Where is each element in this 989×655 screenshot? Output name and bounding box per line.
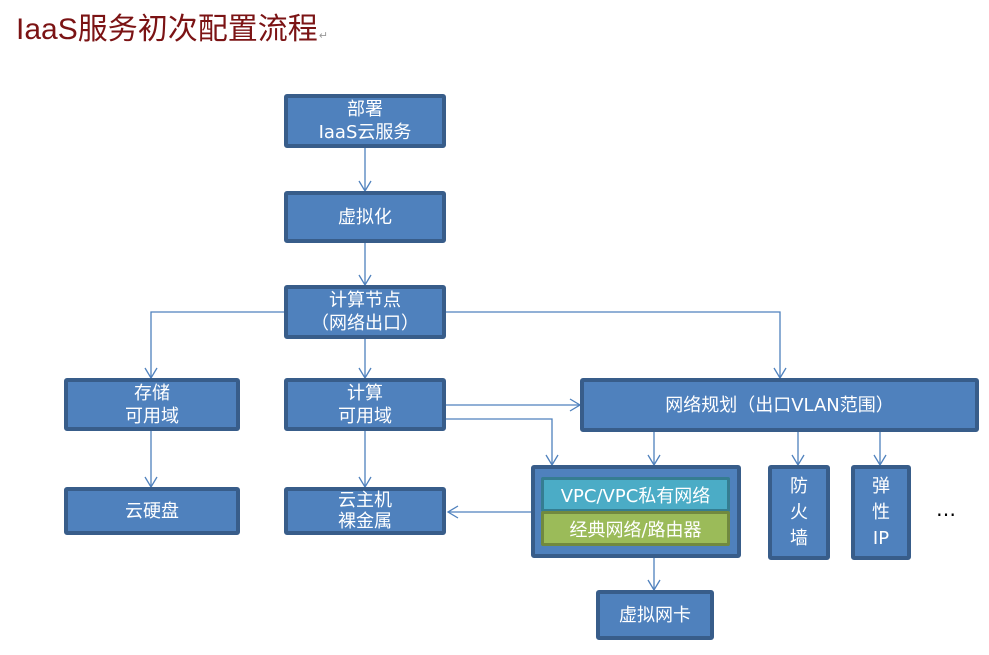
- node-label: 存储: [134, 382, 170, 404]
- node-label: 网络规划（出口VLAN范围）: [665, 394, 894, 416]
- node-classic-network-router[interactable]: 经典网络/路由器: [541, 511, 730, 546]
- node-label: 性: [872, 501, 890, 523]
- title-text: IaaS服务初次配置流程: [16, 13, 318, 46]
- node-virtual-nic[interactable]: 虚拟网卡: [596, 590, 714, 640]
- node-label: VPC/VPC私有网络: [560, 485, 711, 507]
- node-label: 虚拟化: [338, 206, 392, 228]
- paragraph-mark-icon: ↵: [318, 30, 328, 42]
- edge-compute-az-network-group: [446, 418, 559, 467]
- node-storage-az[interactable]: 存储 可用域: [64, 378, 240, 431]
- node-deploy-iaas[interactable]: 部署 IaaS云服务: [284, 94, 446, 148]
- node-compute-node[interactable]: 计算节点 （网络出口）: [284, 285, 446, 339]
- node-cloud-disk[interactable]: 云硬盘: [64, 487, 240, 535]
- more-ellipsis: …: [936, 497, 957, 521]
- node-label: 计算节点: [329, 290, 401, 311]
- node-label: IP: [872, 527, 890, 549]
- node-label: （网络出口）: [311, 313, 419, 334]
- diagram-title: IaaS服务初次配置流程↵: [16, 4, 328, 48]
- node-label: 裸金属: [338, 511, 392, 532]
- node-virtualization[interactable]: 虚拟化: [284, 191, 446, 243]
- node-network-planning[interactable]: 网络规划（出口VLAN范围）: [580, 378, 979, 432]
- node-label: 防: [790, 475, 808, 497]
- node-vpc-network[interactable]: VPC/VPC私有网络: [541, 477, 730, 512]
- node-label: 可用域: [338, 405, 392, 427]
- node-label: 经典网络/路由器: [569, 519, 702, 541]
- node-label: 火: [790, 501, 808, 523]
- node-label: 部署: [347, 99, 383, 120]
- node-elastic-ip[interactable]: 弹 性 IP: [851, 465, 911, 560]
- node-label: IaaS云服务: [318, 122, 412, 143]
- node-label: 云硬盘: [125, 500, 179, 522]
- node-label: 虚拟网卡: [619, 604, 691, 626]
- node-label: 墙: [790, 527, 808, 549]
- node-compute-az[interactable]: 计算 可用域: [284, 378, 446, 431]
- node-cloud-host[interactable]: 云主机 裸金属: [284, 487, 446, 535]
- node-label: 弹: [872, 475, 890, 497]
- edge-compute-node-network-planning: [446, 311, 787, 380]
- edge-compute-node-storage-az: [144, 311, 284, 380]
- node-firewall[interactable]: 防 火 墙: [768, 465, 830, 560]
- node-label: 云主机: [338, 490, 392, 511]
- node-label: 可用域: [125, 405, 179, 427]
- node-label: 计算: [347, 382, 383, 404]
